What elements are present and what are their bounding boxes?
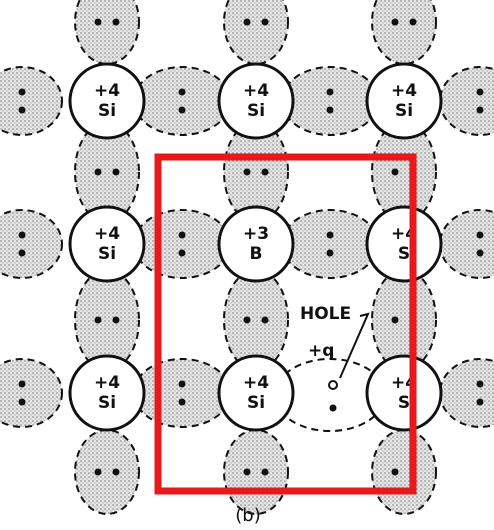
atoms: +4 Si +4 Si +4 Si +4 Si +3 B +4 S	[70, 64, 441, 430]
atom-si: +4 Si	[367, 64, 441, 138]
atom-charge: +4	[94, 224, 120, 244]
atom-symbol: Si	[395, 101, 413, 121]
electron-dot	[392, 317, 399, 324]
electron-dot	[244, 317, 251, 324]
bond-lobe	[224, 430, 288, 514]
electron-dot	[179, 250, 186, 257]
electron-dot	[327, 89, 334, 96]
atom-charge: +4	[243, 373, 269, 393]
bond-lobe	[0, 210, 62, 278]
bond-lobe	[75, 0, 139, 64]
atom-si: +4 Si	[219, 64, 293, 138]
electron-dot	[113, 317, 120, 324]
bond-lobe	[372, 0, 436, 64]
atom-si: +4 S	[367, 356, 441, 430]
hole-marker	[329, 381, 337, 389]
electron-dot	[113, 169, 120, 176]
atom-si: +4 Si	[70, 207, 144, 281]
electron-dot	[262, 169, 269, 176]
bond-lobe	[134, 67, 230, 135]
atom-symbol: Si	[98, 244, 116, 264]
electron-dot	[19, 89, 26, 96]
atom-si: +4 Si	[70, 64, 144, 138]
atom-symbol: Si	[247, 393, 265, 413]
electron-dot	[19, 399, 26, 406]
electron-dot	[392, 19, 399, 26]
atom-symbol: Si	[98, 393, 116, 413]
electron-dot	[477, 381, 484, 388]
atom-symbol: B	[250, 244, 263, 264]
electron-dot	[477, 399, 484, 406]
electron-dot	[477, 89, 484, 96]
bond-lobe	[224, 0, 288, 64]
atom-charge: +4	[391, 81, 417, 101]
electron-dot	[95, 19, 102, 26]
atom-symbol: S	[398, 393, 410, 413]
bond-lobe	[0, 67, 62, 135]
electron-dot	[327, 232, 334, 239]
atom-si: +4 Si	[70, 356, 144, 430]
atom-charge: +4	[94, 373, 120, 393]
electron-dot	[262, 19, 269, 26]
atom-si: +4 Si	[219, 356, 293, 430]
electron-dot	[392, 469, 399, 476]
atom-si: +4 S	[367, 207, 441, 281]
electron-dot	[113, 19, 120, 26]
electron-dot	[19, 381, 26, 388]
electron-dot	[19, 250, 26, 257]
electron-dot	[95, 169, 102, 176]
electron-dot	[244, 169, 251, 176]
charge-label: +q	[308, 341, 334, 361]
electron-dot	[19, 232, 26, 239]
electron-dot	[113, 469, 120, 476]
electron-dot	[19, 107, 26, 114]
electron-dot	[95, 469, 102, 476]
atom-symbol: Si	[98, 101, 116, 121]
bond-lobe	[372, 430, 436, 514]
hole-label: HOLE	[300, 304, 351, 324]
electron-dot	[244, 19, 251, 26]
atom-charge: +4	[243, 81, 269, 101]
atom-symbol: Si	[247, 101, 265, 121]
lone-electron	[330, 405, 337, 412]
electron-dot	[262, 469, 269, 476]
electron-dot	[410, 19, 417, 26]
atom-charge: +3	[243, 224, 269, 244]
atom-boron: +3 B	[219, 207, 293, 281]
electron-dot	[179, 232, 186, 239]
electron-dot	[179, 381, 186, 388]
electron-dot	[477, 107, 484, 114]
electron-dot	[95, 317, 102, 324]
bond-lobe	[282, 67, 378, 135]
atom-charge: +4	[94, 81, 120, 101]
electron-dot	[327, 107, 334, 114]
electron-dot	[327, 250, 334, 257]
bond-lobe	[134, 210, 230, 278]
bond-lobe	[440, 359, 494, 427]
bond-lobe	[440, 210, 494, 278]
electron-dot	[179, 89, 186, 96]
electron-dot	[392, 169, 399, 176]
bond-lobe	[134, 359, 230, 427]
electron-dot	[477, 250, 484, 257]
electron-dot	[244, 469, 251, 476]
figure-caption: (b)	[235, 505, 260, 526]
electron-dot	[179, 399, 186, 406]
bond-lobe	[0, 359, 62, 427]
electron-dot	[179, 107, 186, 114]
bond-lobe	[75, 430, 139, 514]
atom-symbol: S	[398, 244, 410, 264]
bond-lobe	[282, 210, 378, 278]
electron-dot	[477, 232, 484, 239]
bond-lobe	[440, 67, 494, 135]
electron-dot	[262, 317, 269, 324]
